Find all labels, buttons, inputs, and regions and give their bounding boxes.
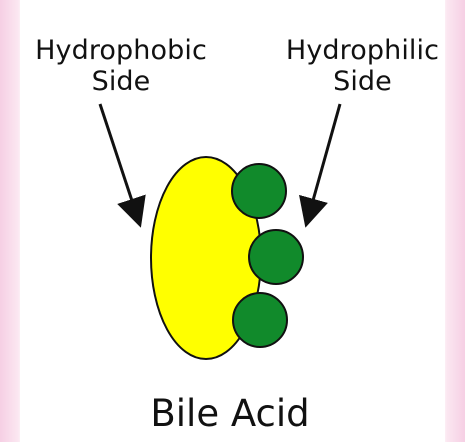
hydrophilic-circle-middle [249,230,303,284]
hydrophilic-circle-bottom [233,293,287,347]
hydrophilic-circle-top [232,164,286,218]
hydrophobic-arrow [100,104,139,222]
hydrophilic-arrow [307,104,340,222]
bile-acid-caption: Bile Acid [85,393,375,435]
